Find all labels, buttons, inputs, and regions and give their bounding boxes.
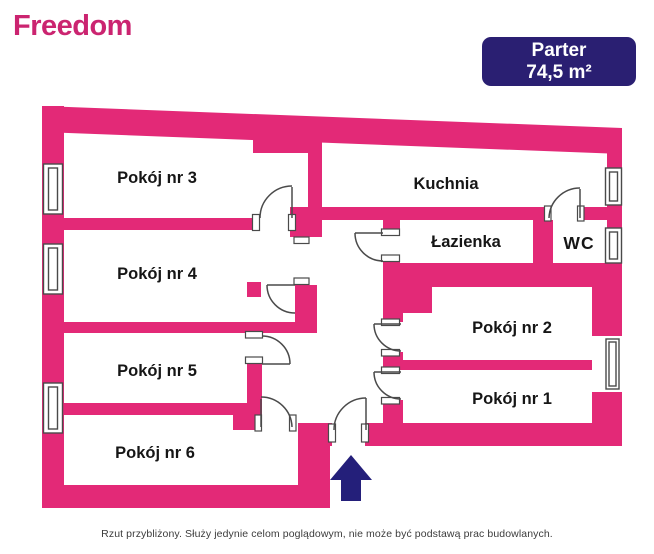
wall-door4-pillar (247, 282, 261, 297)
window-right-kitchen (604, 167, 623, 206)
door-room1 (373, 366, 402, 405)
label-pokoj-1: Pokój nr 1 (472, 390, 552, 408)
label-pokoj-6: Pokój nr 6 (115, 444, 195, 462)
door-room5 (244, 330, 291, 365)
wall-bath-wc (533, 220, 553, 263)
wall-room5-room6 (42, 403, 262, 415)
wall-top (42, 106, 622, 154)
wall-vestibule-block (295, 285, 317, 322)
door-room4 (266, 236, 310, 314)
label-pokoj-5: Pokój nr 5 (117, 362, 197, 380)
disclaimer-text: Rzut przybliżony. Służy jedynie celom po… (101, 528, 553, 540)
door-room6 (254, 396, 297, 432)
wall-kitchen-bottom-b (580, 207, 607, 220)
door-room2 (373, 318, 402, 357)
wall-room6-right (233, 403, 258, 430)
freedom-logo: Freedom (13, 10, 132, 42)
doors (244, 185, 585, 443)
wall-room5-right (247, 360, 262, 415)
area-label: 74,5 m² (526, 61, 592, 83)
wall-notch-room3 (253, 132, 308, 153)
floor-area-badge: Parter 74,5 m² (482, 37, 636, 86)
label-pokoj-2: Pokój nr 2 (472, 319, 552, 337)
room-labels: Pokój nr 3 Pokój nr 4 Pokój nr 5 Pokój n… (115, 169, 594, 462)
wall-west-a (383, 313, 403, 322)
door-room3 (251, 185, 297, 232)
window-right-rooms12 (592, 336, 622, 392)
window-right-wc (604, 227, 623, 264)
window-left-room4 (42, 243, 64, 295)
wall-room3-room4 (42, 218, 253, 230)
label-kuchnia: Kuchnia (413, 175, 479, 193)
door-bathroom (354, 228, 401, 263)
wall-bottom-left (42, 485, 330, 508)
label-pokoj-4: Pokój nr 4 (117, 265, 198, 283)
entrance-arrow-icon (330, 455, 372, 501)
door-wc (543, 187, 585, 222)
wall-south-entry-right (365, 423, 622, 446)
label-wc: WC (563, 233, 594, 253)
wall-room2-room1 (403, 360, 592, 370)
floor-label: Parter (531, 39, 587, 61)
label-pokoj-3: Pokój nr 3 (117, 169, 197, 187)
wall-kitchen-bottom-a (322, 207, 548, 220)
wall-west-c (383, 400, 403, 423)
door-entrance (327, 397, 370, 443)
wall-wing-south (383, 263, 622, 287)
wall-room4-room5 (42, 322, 317, 333)
wall-south-entry-left (298, 423, 332, 446)
window-left-room3 (42, 163, 64, 215)
label-lazienka: Łazienka (431, 233, 502, 251)
wall-corner-block (298, 446, 330, 485)
window-left-room6 (42, 382, 64, 434)
wall-room2-nw-block (383, 287, 432, 313)
windows (42, 163, 623, 434)
